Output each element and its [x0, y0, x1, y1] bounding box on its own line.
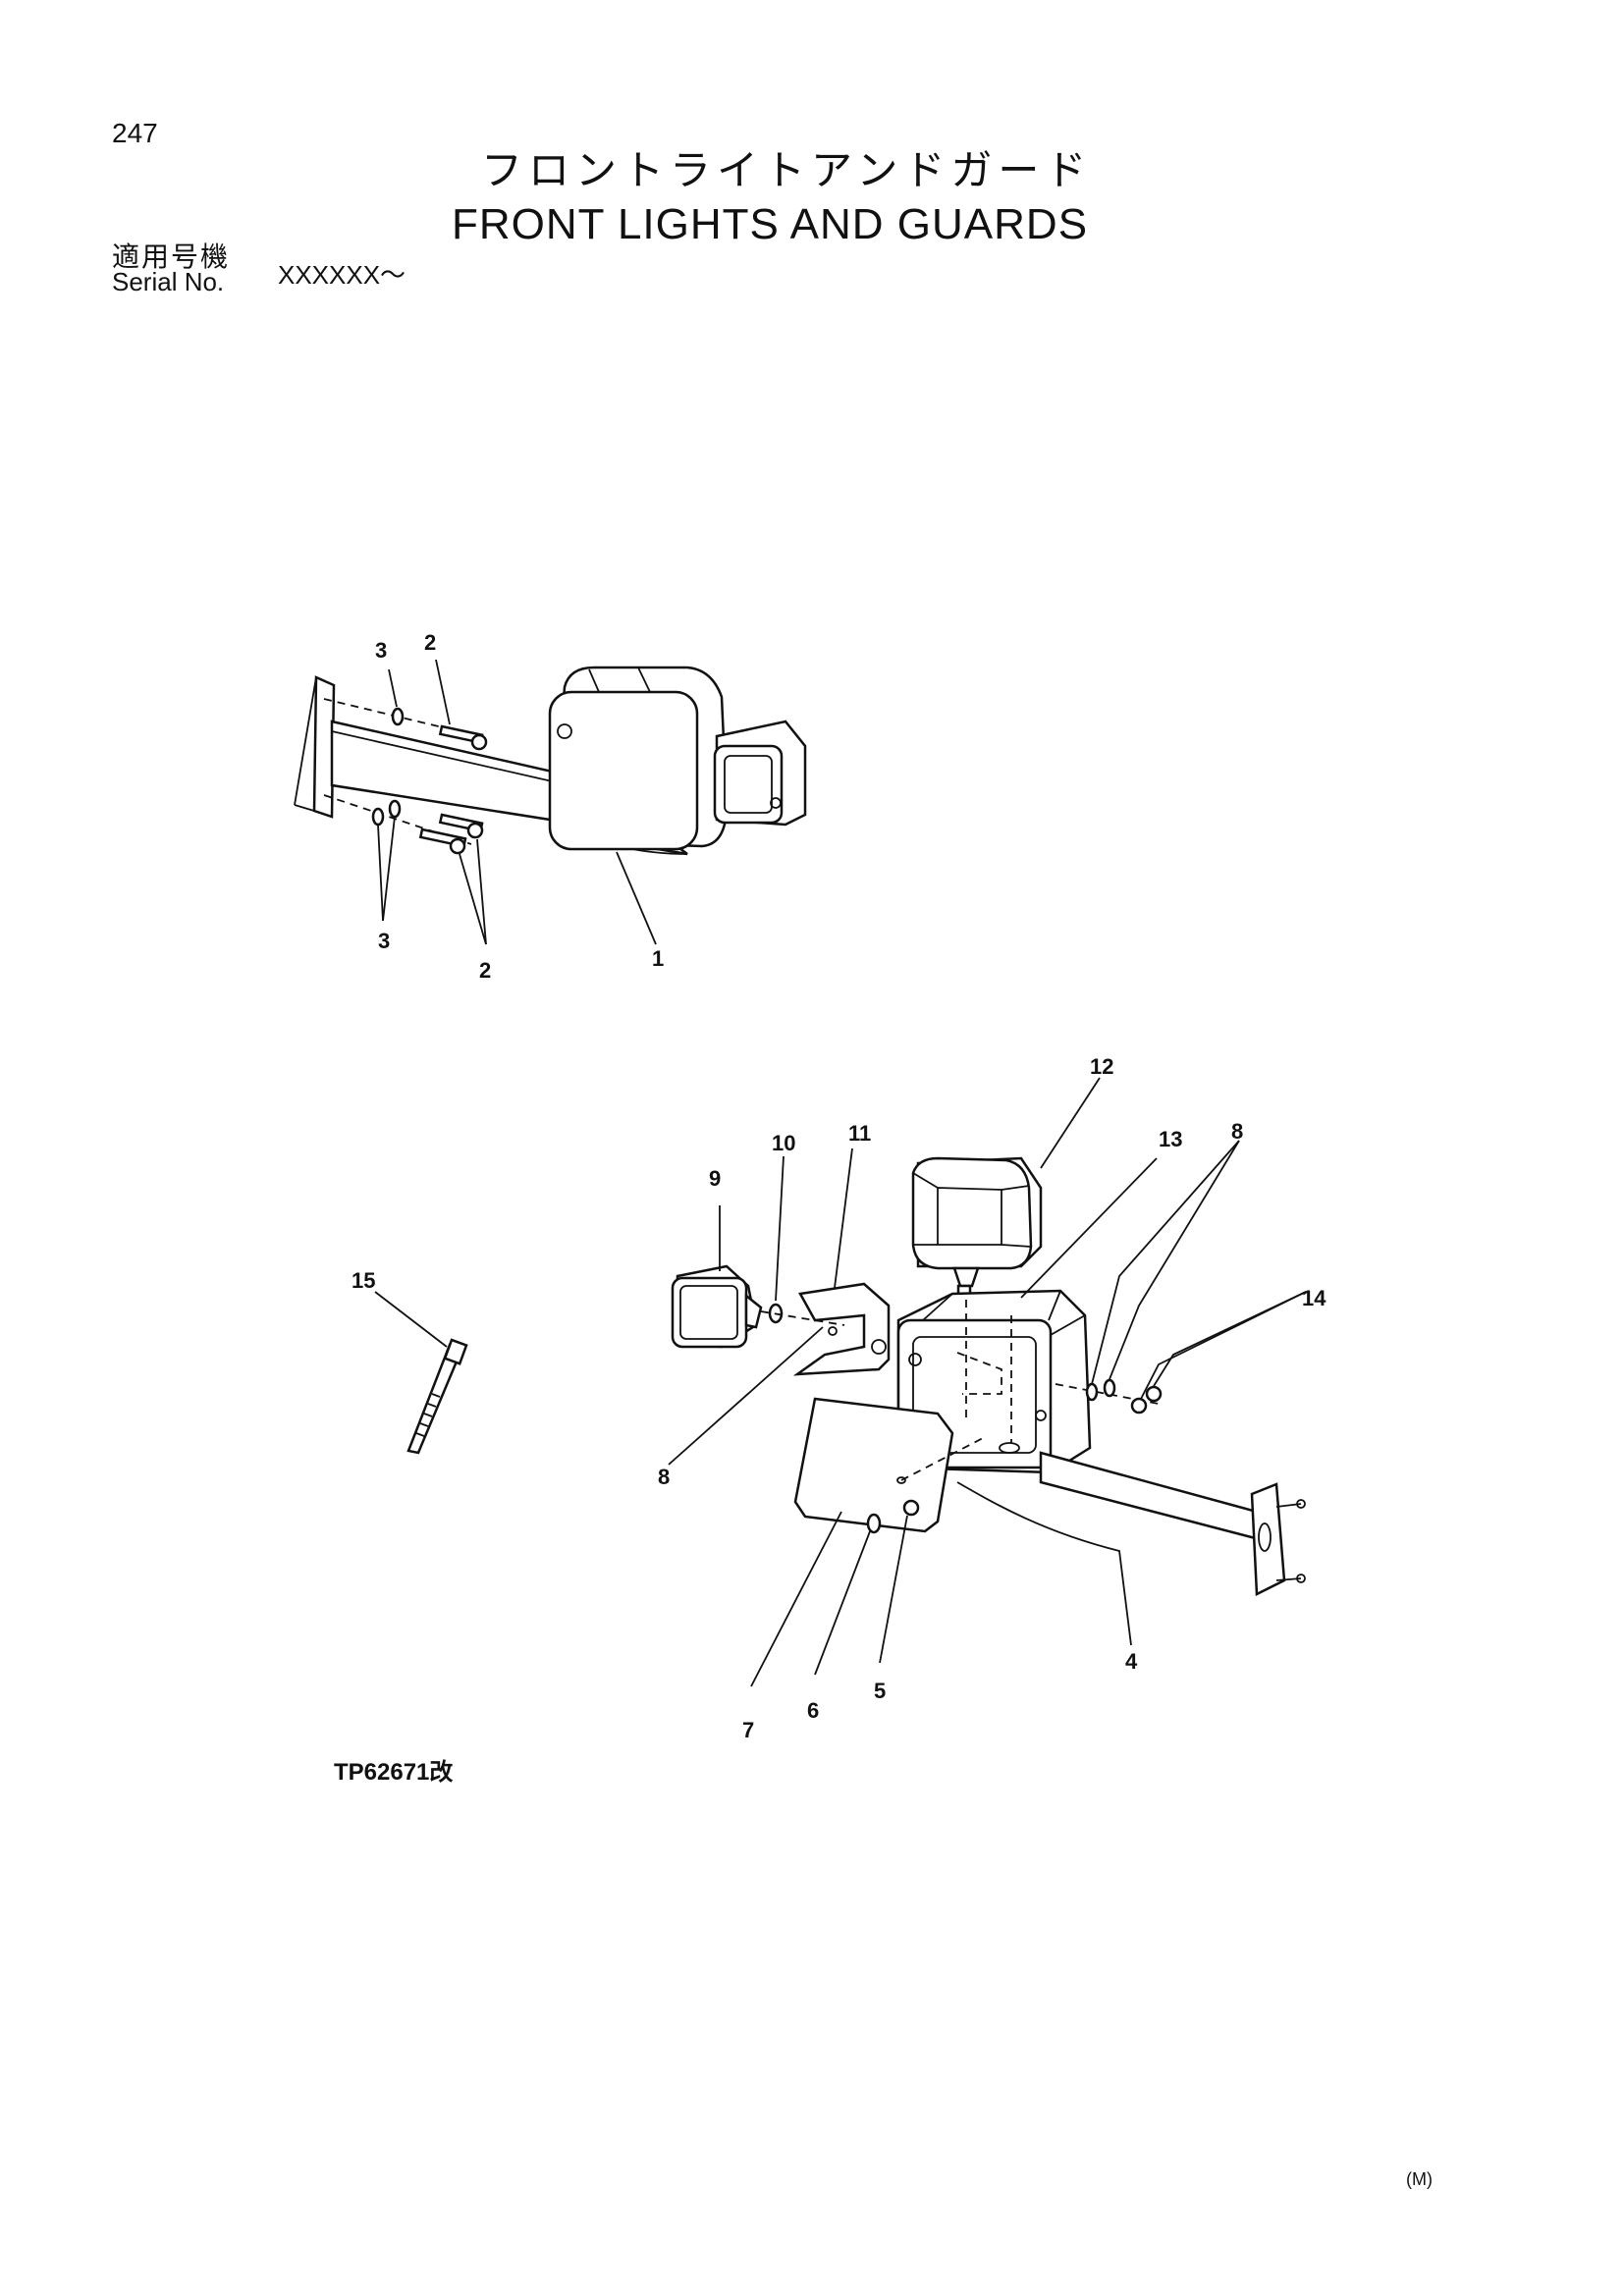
callout-8-left: 8	[658, 1465, 670, 1489]
callout-5: 5	[874, 1679, 886, 1703]
corner-mark: (M)	[1406, 2169, 1433, 2189]
upper-light-assembly: 3 2 3 2 1	[294, 630, 807, 983]
nut-14	[1130, 1397, 1148, 1415]
upper-lamp-lens	[548, 690, 699, 851]
callout-3-top: 3	[375, 638, 387, 663]
callout-14: 14	[1302, 1286, 1326, 1310]
upper-mounting-plate	[312, 675, 336, 819]
callout-8-right: 8	[1231, 1119, 1243, 1144]
small-work-lamp	[671, 1264, 763, 1349]
callout-12: 12	[1090, 1054, 1113, 1079]
lower-light-assembly: 12 13 8 14 9 10 11 15 8 4 5 6 7	[352, 1054, 1326, 1742]
cover-plate	[793, 1397, 988, 1534]
figure-reference: TP62671改	[334, 1759, 454, 1786]
callout-2-bottom: 2	[479, 958, 491, 983]
washer-6	[866, 1513, 882, 1534]
callout-4: 4	[1125, 1649, 1138, 1674]
bolt-5	[902, 1499, 920, 1517]
callout-15: 15	[352, 1268, 375, 1293]
page-number: 247	[112, 118, 158, 148]
callout-2-top: 2	[424, 630, 436, 655]
callout-9: 9	[709, 1166, 721, 1191]
callout-11: 11	[848, 1121, 871, 1146]
callout-13: 13	[1159, 1127, 1182, 1151]
page-title-english: FRONT LIGHTS AND GUARDS	[452, 200, 1089, 248]
cable-tie	[406, 1338, 468, 1455]
serial-label-japanese: 適用号機	[112, 240, 231, 273]
callout-3-bottom: 3	[378, 929, 390, 953]
serial-label-english: Serial No.	[112, 267, 225, 296]
upper-fasteners-top	[323, 698, 488, 751]
callout-6: 6	[807, 1698, 819, 1723]
upper-fasteners-bottom	[323, 794, 484, 855]
serial-value: XXXXXX～	[278, 260, 406, 290]
washer-8-right	[1085, 1382, 1099, 1402]
lamp-bracket	[792, 1282, 891, 1376]
callout-10: 10	[772, 1131, 795, 1155]
callout-7: 7	[742, 1718, 754, 1742]
page-title-japanese: フロントライトアンドガード	[481, 146, 1093, 194]
large-work-lamp	[911, 1156, 1043, 1302]
guard-arm	[1039, 1451, 1306, 1596]
callout-1: 1	[652, 946, 664, 971]
